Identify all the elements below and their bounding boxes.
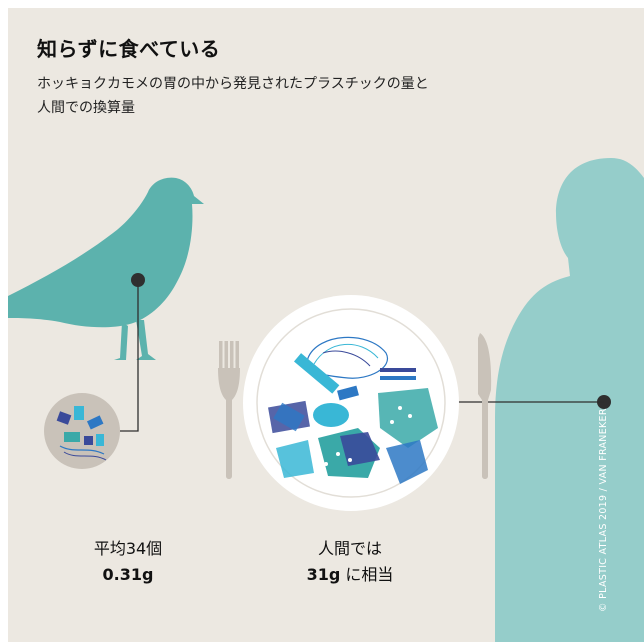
fork-icon (218, 341, 240, 479)
knife-icon (478, 333, 492, 479)
illustration (8, 158, 644, 642)
plate-icon (243, 295, 459, 511)
human-silhouette-icon (495, 158, 644, 642)
plastic-sample-icon (44, 393, 120, 469)
bird-stat-count: 平均34個 (93, 539, 163, 558)
infographic-subtitle: ホッキョクカモメの胃の中から発見されたプラスチックの量と 人間での換算量 (37, 72, 557, 120)
human-stat-suffix: に相当 (340, 565, 394, 584)
subtitle-line-2: 人間での換算量 (37, 100, 135, 116)
seagull-icon (8, 177, 204, 360)
infographic-title: 知らずに食べている (37, 37, 221, 61)
human-stat-weight: 31g (306, 565, 341, 584)
human-stat-label: 人間では 31g に相当 (280, 536, 420, 588)
subtitle-line-1: ホッキョクカモメの胃の中から発見されたプラスチックの量と (37, 76, 429, 92)
human-stat-intro: 人間では (317, 539, 382, 558)
bird-stat-weight: 0.31g (102, 565, 154, 584)
source-credit: © PLASTIC ATLAS 2019 / VAN FRANEKER (598, 408, 609, 612)
plastic-pieces (268, 336, 438, 484)
bird-stat-label: 平均34個 0.31g (68, 536, 188, 588)
bird-leader-line (120, 280, 139, 432)
infographic-panel: 知らずに食べている ホッキョクカモメの胃の中から発見されたプラスチックの量と 人… (8, 8, 644, 642)
